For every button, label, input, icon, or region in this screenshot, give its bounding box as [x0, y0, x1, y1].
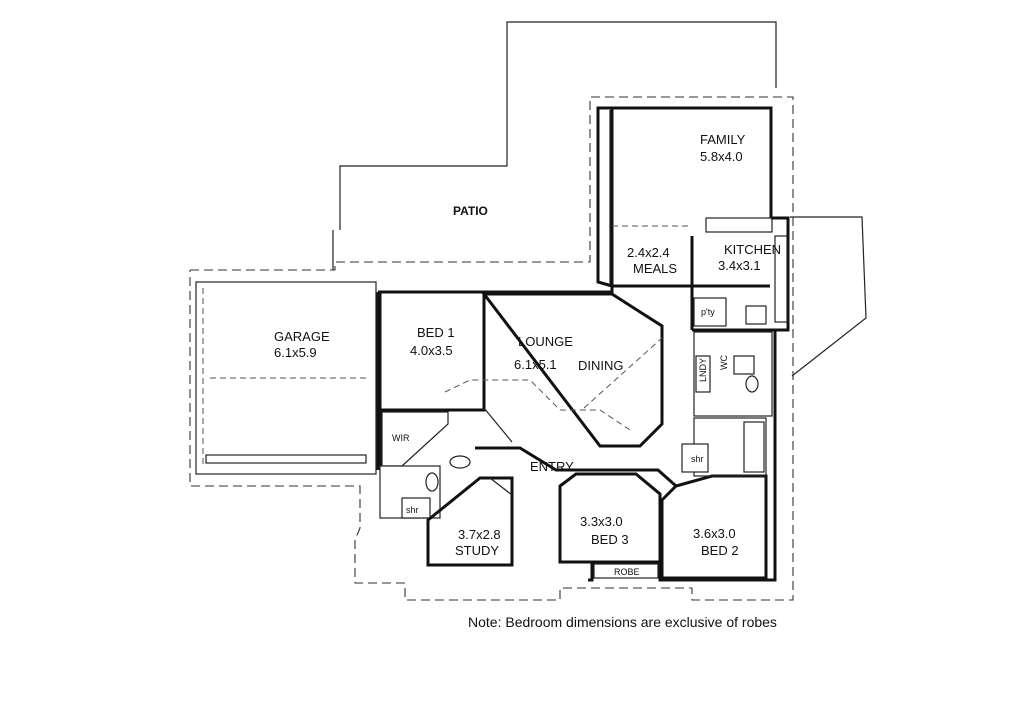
- robe-label: ROBE: [614, 567, 640, 577]
- kitchen-label: KITCHEN: [724, 242, 781, 257]
- cooktop: [745, 305, 767, 325]
- laundry-tub: [733, 355, 755, 375]
- bed2-label: BED 2: [701, 543, 739, 558]
- kitchen-bench: [774, 235, 788, 323]
- lounge-dashed-zone-2: [583, 337, 663, 409]
- bedroom-note: Note: Bedroom dimensions are exclusive o…: [468, 614, 777, 630]
- ensuite-toilet: [425, 472, 439, 492]
- eave-line: [189, 96, 794, 601]
- garage-outline: [195, 281, 377, 475]
- study-size: 3.7x2.8: [458, 527, 501, 542]
- wir-outline: [381, 411, 449, 467]
- bed3-label: BED 3: [591, 532, 629, 547]
- bed2-size: 3.6x3.0: [693, 526, 736, 541]
- garage-size: 6.1x5.9: [274, 345, 317, 360]
- family-label: FAMILY: [700, 132, 746, 147]
- patio-outline-right: [790, 216, 867, 377]
- bath-shr-label: shr: [691, 454, 704, 464]
- bed3-walls: [558, 472, 662, 564]
- meals-size: 2.4x2.4: [627, 245, 670, 260]
- patio-label: PATIO: [453, 204, 488, 218]
- exterior-walls: [376, 106, 790, 582]
- lounge-dashed-zone: [444, 379, 631, 431]
- pantry-label: p'ty: [701, 307, 715, 317]
- garage-label: GARAGE: [274, 329, 330, 344]
- bed1-label: BED 1: [417, 325, 455, 340]
- lounge-walls: [480, 292, 664, 448]
- bed1-size: 4.0x3.5: [410, 343, 453, 358]
- laundry-tiles: [693, 331, 773, 417]
- entry-label: ENTRY: [530, 459, 574, 474]
- family-size: 5.8x4.0: [700, 149, 743, 164]
- ensuite-shower: [401, 497, 431, 519]
- wc-label: WC: [719, 355, 729, 370]
- kitchen-size: 3.4x3.1: [718, 258, 761, 273]
- bath-tub: [743, 421, 765, 473]
- bath-shower: [681, 443, 709, 473]
- patio-outline: [339, 21, 777, 230]
- bed3-size: 3.3x3.0: [580, 514, 623, 529]
- lndy-label: LNDY: [698, 358, 708, 382]
- study-door-arc: [489, 477, 513, 496]
- lndy-bench: [695, 355, 711, 393]
- study-label: STUDY: [455, 543, 499, 558]
- wc-toilet: [745, 375, 759, 393]
- lounge-size: 6.1x5.1: [514, 357, 557, 372]
- lounge-label: LOUNGE: [518, 334, 573, 349]
- kitchen-island: [705, 217, 773, 233]
- garage-front-edge: [205, 454, 367, 464]
- entry-walls: [475, 446, 677, 488]
- lounge-diagonal-edge: [483, 407, 513, 443]
- study-walls: [426, 476, 514, 567]
- meals-label: MEALS: [633, 261, 677, 276]
- wir-label: WIR: [392, 433, 410, 443]
- pantry-outline: [693, 297, 727, 327]
- dining-label: DINING: [578, 358, 624, 373]
- robe-outline: [593, 563, 659, 579]
- ensuite-shr-label: shr: [406, 505, 419, 515]
- ensuite-basin: [449, 455, 471, 469]
